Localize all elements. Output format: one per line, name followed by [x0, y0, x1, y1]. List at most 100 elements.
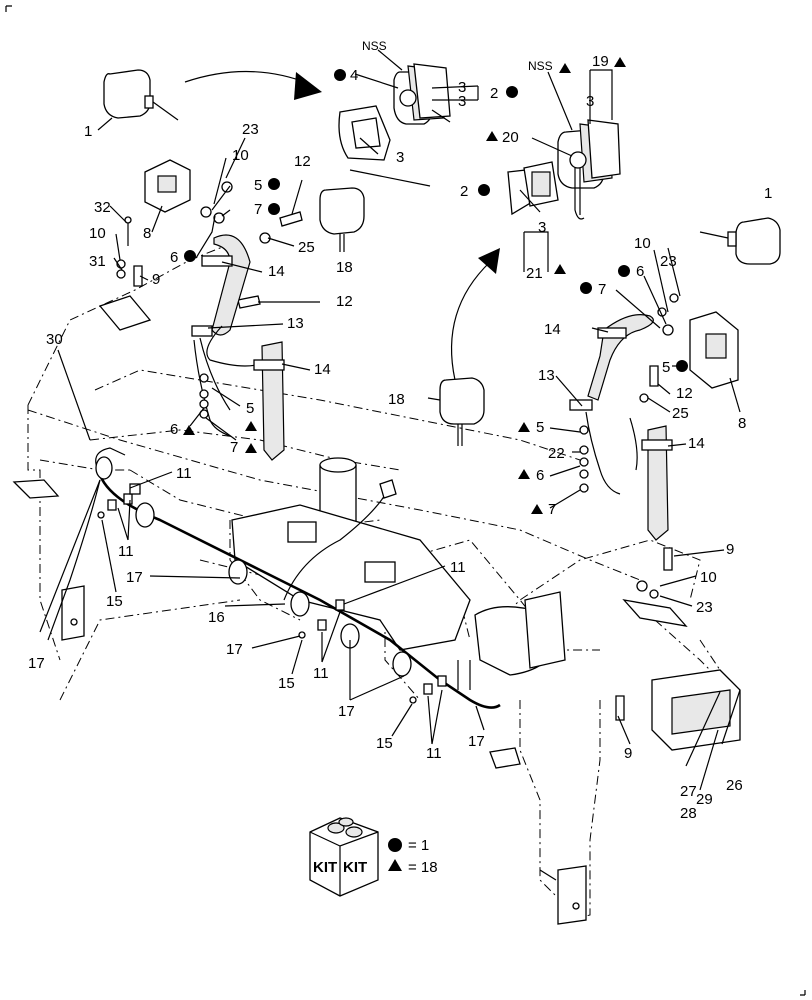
label-3-a: 3	[458, 79, 466, 96]
label-2-b: 2	[460, 183, 468, 200]
left-work-light-18	[319, 187, 365, 252]
kit-markers	[183, 57, 688, 514]
label-28: 28	[680, 805, 697, 822]
arrow-right-exploded	[450, 261, 491, 381]
left-hardware	[98, 181, 303, 331]
label-6-right-lower: 6	[536, 467, 544, 484]
corner-mark-top-left	[5, 5, 12, 12]
arrow-left-head	[294, 72, 322, 100]
harness-clips	[97, 483, 447, 704]
label-17-c: 17	[226, 641, 243, 658]
kit-circle-symbol	[388, 838, 402, 852]
label-9-right-lower: 9	[624, 745, 632, 762]
label-10-right-lower: 10	[700, 569, 717, 586]
label-17-e: 17	[468, 733, 485, 750]
label-7-right: 7	[598, 281, 606, 298]
left-lamp-1	[103, 69, 179, 121]
kit-box-text-2: KIT	[343, 859, 367, 876]
label-18-right: 18	[388, 391, 405, 408]
label-14-left-bottom: 14	[314, 361, 331, 378]
label-21: 21	[526, 265, 543, 282]
label-3-c: 3	[396, 149, 404, 166]
label-6-left: 6	[170, 249, 178, 266]
label-25-left: 25	[298, 239, 315, 256]
label-14-right-top: 14	[544, 321, 561, 338]
label-26: 26	[726, 777, 743, 794]
label-7-left: 7	[254, 201, 262, 218]
right-work-light-18	[439, 377, 485, 446]
kit-box-text-1: KIT	[313, 859, 337, 876]
label-23-right-lower: 23	[696, 599, 713, 616]
label-14-left-top: 14	[268, 263, 285, 280]
label-32: 32	[94, 199, 111, 216]
label-11-a: 11	[176, 465, 192, 482]
label-22: 22	[548, 445, 565, 462]
label-8-left: 8	[143, 225, 151, 242]
label-5-left: 5	[254, 177, 262, 194]
label-6-right: 6	[636, 263, 644, 280]
label-nss-left: NSS	[362, 39, 387, 53]
label-3-d: 3	[586, 93, 594, 110]
kit-triangle-symbol	[388, 859, 402, 871]
label-19: 19	[592, 53, 609, 70]
label-12-right: 12	[676, 385, 693, 402]
label-3-b: 3	[458, 93, 466, 110]
callout-labels: 1 23 10 5 7 6 32 8 10 31 9 12 25 18 14 1…	[28, 39, 772, 822]
label-11-d: 11	[313, 665, 329, 682]
label-2-a: 2	[490, 85, 498, 102]
label-10-left: 10	[232, 147, 249, 164]
label-18-left: 18	[336, 259, 353, 276]
label-12-left: 12	[336, 293, 353, 310]
left-lamp-harness	[191, 234, 285, 461]
label-16: 16	[208, 609, 225, 626]
arrow-right-head	[478, 248, 500, 274]
label-3-e: 3	[538, 219, 546, 236]
label-23-right: 23	[660, 253, 677, 270]
right-exploded-lamp	[507, 119, 621, 220]
label-9-left: 9	[152, 271, 160, 288]
label-5-left-lower: 5	[246, 400, 254, 417]
label-8-right: 8	[738, 415, 746, 432]
label-29: 29	[696, 791, 713, 808]
left-bracket-8	[144, 159, 191, 213]
left-exploded-lamp	[338, 63, 451, 161]
kit-box-icon	[309, 817, 379, 897]
label-17-d: 17	[338, 703, 355, 720]
label-15-a: 15	[106, 593, 123, 610]
label-12-top: 12	[294, 153, 311, 170]
label-5-right-lower: 5	[536, 419, 544, 436]
label-15-c: 15	[376, 735, 393, 752]
kit-triangle-legend: = 18	[408, 859, 438, 876]
right-bracket-8	[689, 311, 739, 389]
label-15-b: 15	[278, 675, 295, 692]
arrow-left-exploded	[184, 70, 311, 85]
label-7-left-lower: 7	[230, 439, 238, 456]
label-7-right-lower: 7	[548, 501, 556, 518]
label-10-right: 10	[634, 235, 651, 252]
label-30: 30	[46, 331, 63, 348]
leader-lines	[39, 49, 741, 791]
label-13-left: 13	[287, 315, 304, 332]
label-31: 31	[89, 253, 106, 270]
label-14-right-bottom: 14	[688, 435, 705, 452]
frame-center	[231, 457, 566, 690]
label-6-left-lower: 6	[170, 421, 178, 438]
frame-legs	[12, 479, 587, 925]
label-13-right: 13	[538, 367, 555, 384]
label-25-right: 25	[672, 405, 689, 422]
label-9-right-upper: 9	[726, 541, 734, 558]
label-27: 27	[680, 783, 697, 800]
harness-covers	[95, 456, 412, 677]
label-10-left-2: 10	[89, 225, 106, 242]
main-harness	[47, 447, 501, 709]
right-lamp-1	[699, 217, 781, 265]
label-20: 20	[502, 129, 519, 146]
label-1-right: 1	[764, 185, 772, 202]
label-11-c: 11	[450, 559, 466, 576]
label-17-a: 17	[126, 569, 143, 586]
right-lamp-harness	[569, 293, 679, 541]
label-1-left: 1	[84, 123, 92, 140]
label-11-b: 11	[118, 543, 134, 560]
label-17-b: 17	[28, 655, 45, 672]
label-5-right: 5	[662, 359, 670, 376]
